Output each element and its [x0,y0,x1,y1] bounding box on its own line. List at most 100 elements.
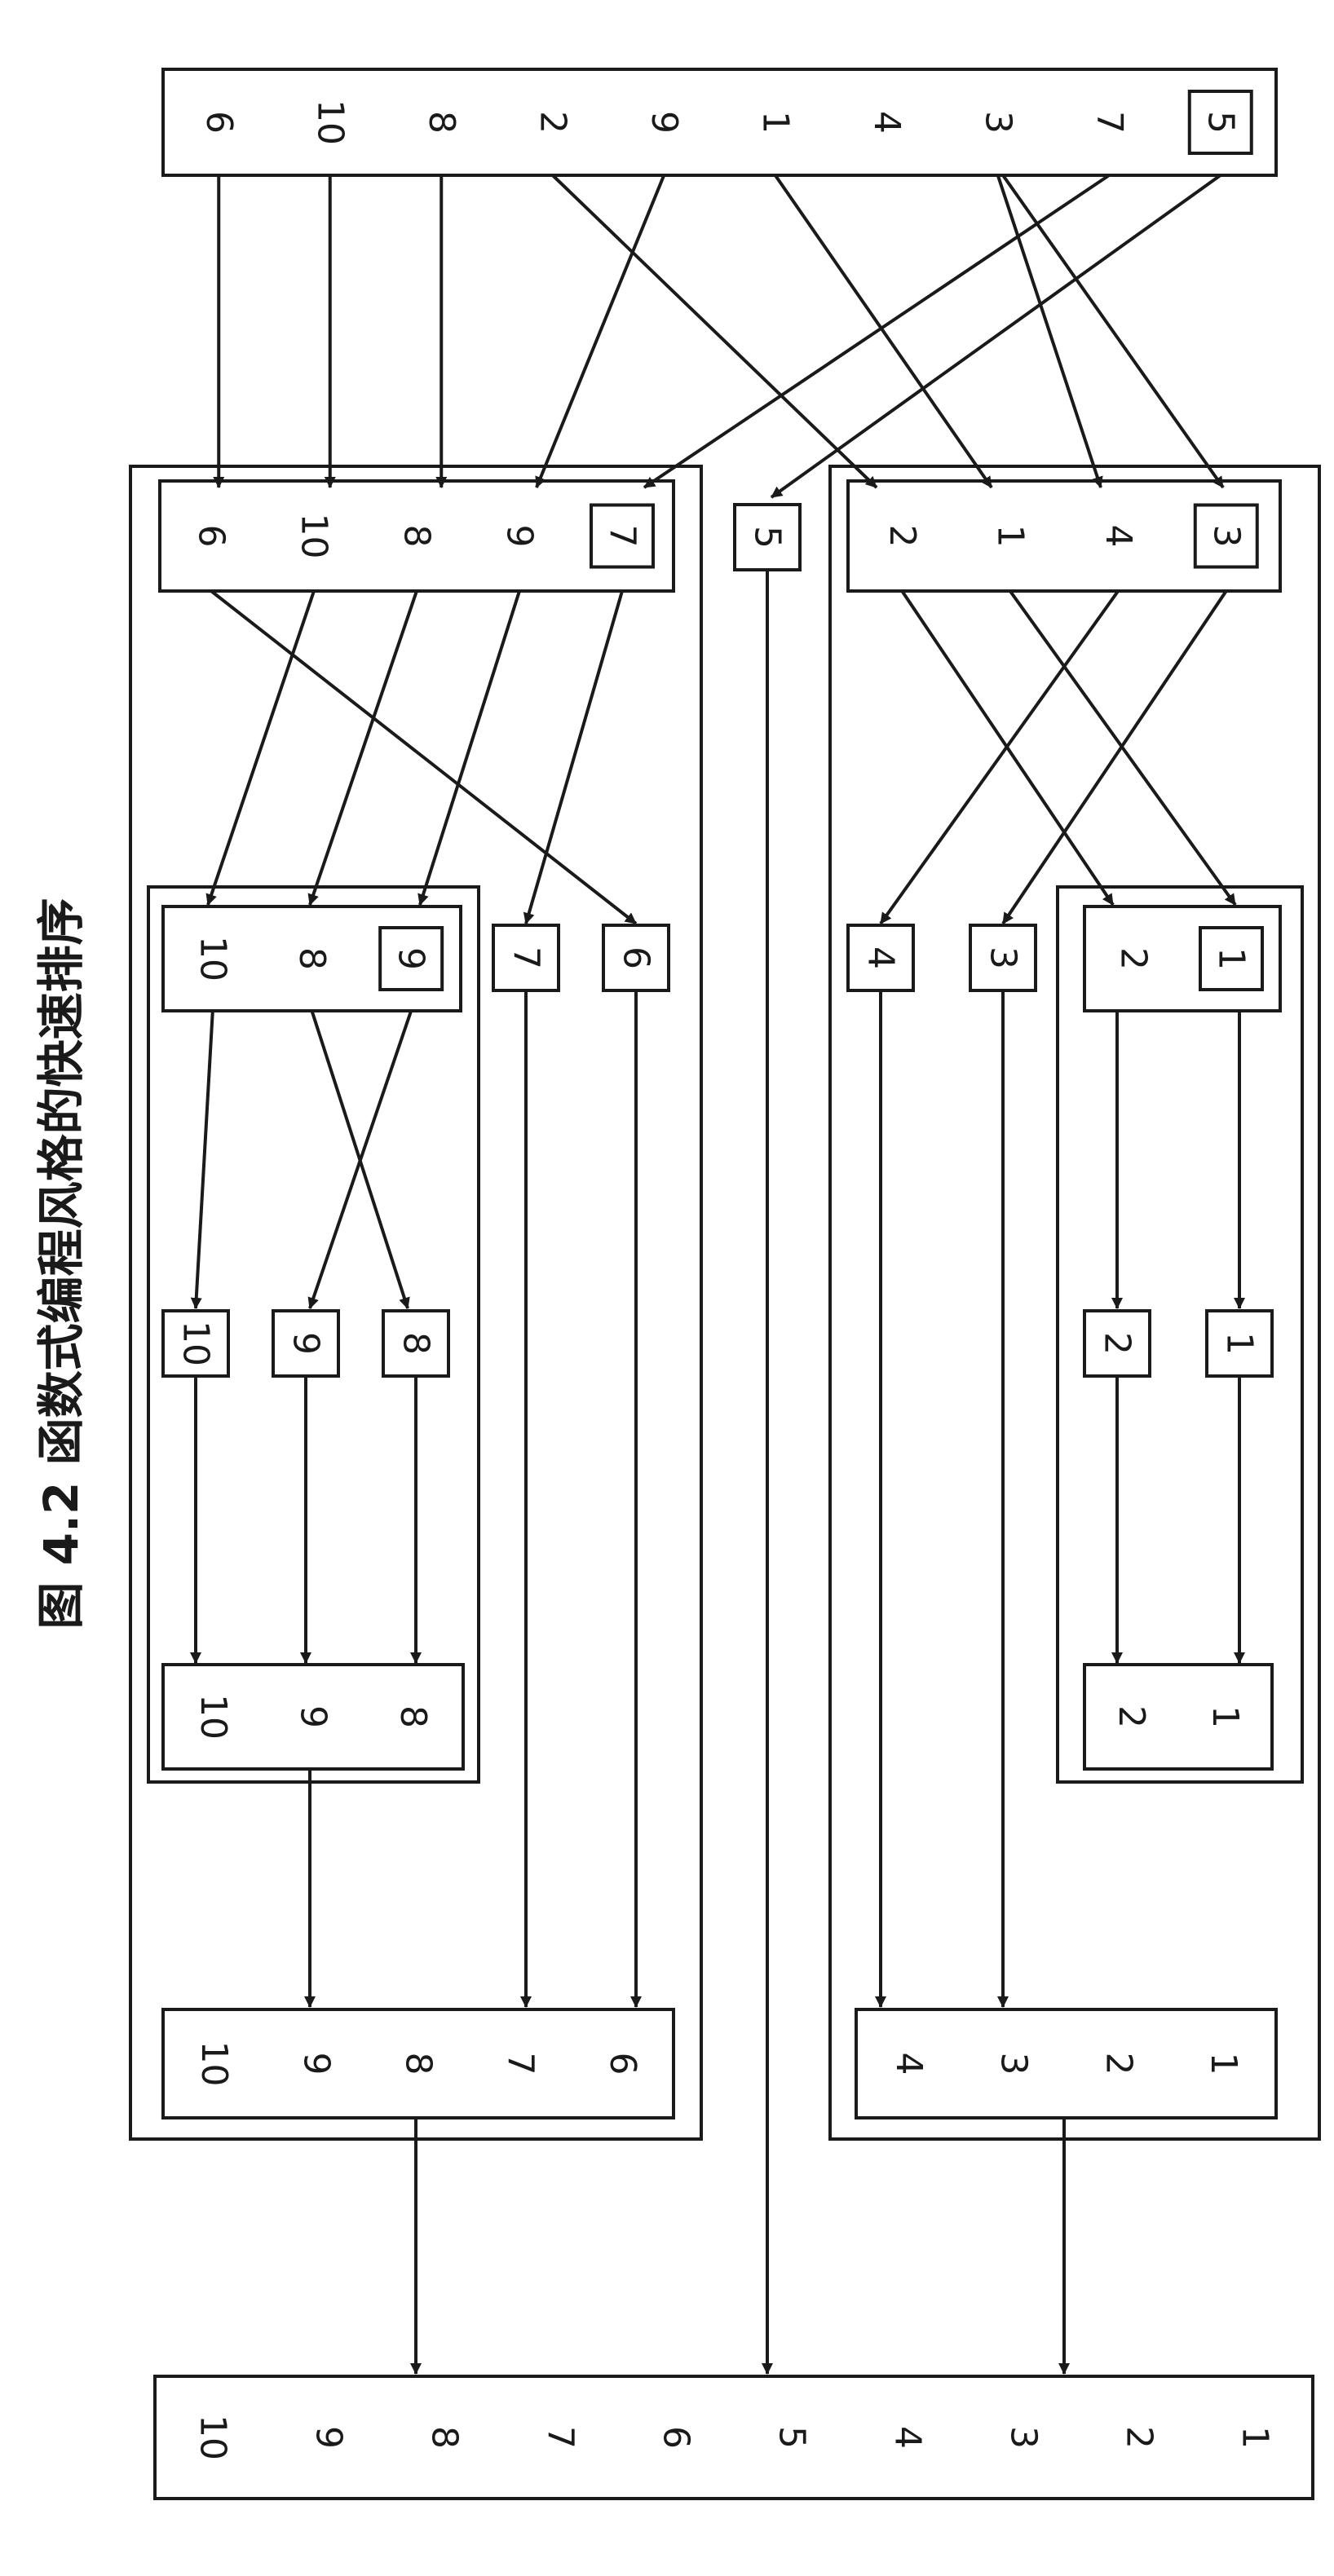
input-row-value: 10 [309,99,351,145]
arrow-2-to-leftsub [900,589,1115,906]
left-3-box [969,924,1037,992]
left-sorted-row-value: 1 [1203,2053,1244,2075]
left-sorted-row-value: 4 [888,2053,930,2075]
right-7-box [492,924,560,992]
right-sub-sorted-row-box [161,1663,465,1771]
output-row-box [153,2375,1314,2500]
right-sub-row-value: 10 [192,936,233,981]
arrow-2-to-left [551,174,878,489]
output-row-value: 8 [424,2426,466,2449]
right-group-frame [129,465,703,2141]
right-sub-row-pivot-box [378,926,444,991]
input-row-value: 1 [754,111,796,134]
right-partition-row-value: 9 [499,525,541,548]
input-row-value: 6 [198,111,240,134]
left-single-1-value: 1 [1219,1332,1261,1355]
right-7-value: 7 [506,946,547,969]
pivot-5-value: 5 [747,526,788,549]
left-partition-row-value: 3 [1205,525,1247,548]
arrows-layer [190,174,1245,2375]
output-row-value: 3 [1003,2426,1045,2449]
arrow-4-to-left [996,174,1103,488]
arrow-rs-8 [310,1010,410,1309]
right-single-10-value: 10 [175,1321,217,1366]
arrow-1-to-left [774,174,993,489]
right-partition-row-value: 6 [191,525,232,548]
left-4-box [846,924,915,992]
input-row-value: 9 [643,111,685,134]
left-single-1-box [1205,1309,1274,1378]
right-partition-row-value: 10 [294,514,335,559]
right-sub-row-value: 8 [291,947,333,970]
arrow-5-to-pivot [770,174,1221,499]
arrow-4-to-single [879,589,1120,925]
right-6-value: 6 [616,946,657,969]
left-partition-row-box [846,479,1282,593]
left-sorted-row-value: 2 [1098,2053,1139,2075]
left-partition-row-pivot-box [1193,503,1259,569]
arrow-8-to-rightsub [307,590,418,906]
output-row-value: 6 [656,2426,697,2449]
left-sub-row-pivot-box [1199,926,1264,991]
left-sorted-row-box [855,2008,1278,2119]
right-single-9-box [272,1309,340,1378]
right-sorted-row-value: 7 [500,2053,541,2075]
arrow-6-to-single [210,589,638,925]
left-group-frame [828,465,1321,2141]
left-sub-sorted-row-value: 1 [1204,1705,1246,1728]
arrow-rs-10 [190,1010,214,1309]
right-sorted-row-box [161,2008,675,2119]
left-sub-row-box [1083,905,1282,1012]
right-sub-sorted-row-value: 9 [293,1705,334,1728]
right-partition-row-box [158,479,675,593]
right-partition-row-pivot-box [590,503,655,569]
arrow-9-to-rightsub [417,590,521,906]
left-partition-row-value: 2 [881,525,923,548]
input-row-value: 8 [421,111,462,134]
left-single-2-value: 2 [1097,1332,1138,1355]
left-sub-row-value: 1 [1211,947,1252,970]
input-row-pivot-box [1187,90,1253,155]
right-partition-row-value: 8 [396,525,438,548]
arrow-7-to-single [523,590,624,924]
right-single-8-box [382,1309,450,1378]
left-3-value: 3 [983,946,1024,969]
left-partition-row-value: 4 [1098,525,1139,548]
pivot-5-box [733,503,802,571]
right-single-9-value: 9 [285,1332,327,1355]
input-row-value: 2 [532,111,573,134]
output-row-value: 1 [1235,2426,1276,2449]
left-4-value: 4 [860,946,902,969]
arrow-3-to-single [1001,589,1228,925]
arrow-10-to-rightsub [205,590,316,906]
right-sub-row-value: 9 [391,947,432,970]
arrow-3-to-left [1001,174,1225,489]
left-subgroup-frame [1056,885,1304,1784]
right-subgroup-frame [147,885,480,1784]
input-row-value: 5 [1199,111,1241,134]
left-sub-sorted-row-value: 2 [1111,1705,1152,1728]
right-sorted-row-value: 9 [295,2053,337,2075]
right-sorted-row-value: 6 [602,2053,643,2075]
boxes-layer [153,68,1314,2500]
output-row-value: 9 [308,2426,350,2449]
right-6-box [602,924,670,992]
left-partition-row-value: 1 [989,525,1031,548]
right-sorted-row-value: 10 [193,2041,235,2087]
input-row-box [161,68,1278,177]
left-sub-row-value: 2 [1113,947,1155,970]
left-single-2-box [1083,1309,1151,1378]
input-row-value: 3 [977,111,1018,134]
right-sub-sorted-row-value: 10 [192,1694,234,1740]
output-row-value: 10 [192,2415,234,2460]
output-row-value: 7 [540,2426,581,2449]
figure-caption: 图 4.2 函数式编程风格的快速排序 [33,898,89,1629]
right-partition-row-value: 7 [602,525,643,548]
right-sorted-row-value: 8 [398,2053,440,2075]
right-sub-sorted-row-value: 8 [392,1705,434,1728]
left-sub-sorted-row-box [1083,1663,1274,1771]
input-row-value: 4 [866,111,908,134]
arrow-7-to-right [643,174,1111,489]
